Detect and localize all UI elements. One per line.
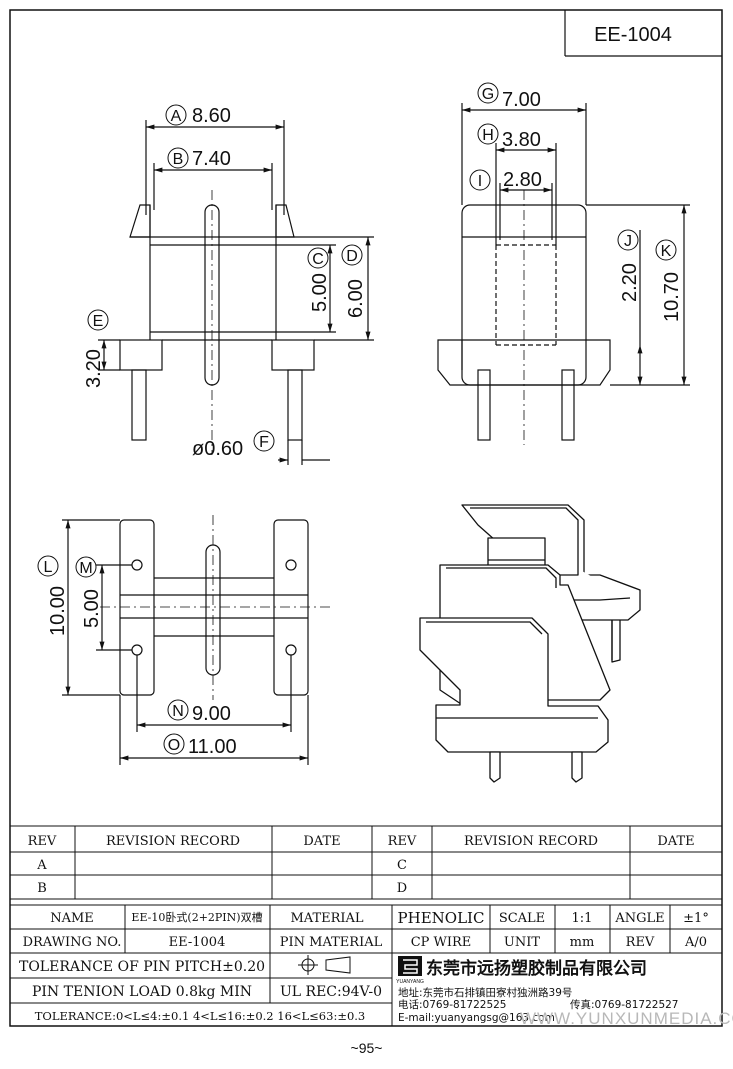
revision-table-text: REV REVISION RECORD DATE REV REVISION RE…	[28, 834, 695, 896]
angle-value: ±1°	[683, 911, 709, 926]
bottom-view-labels: L 10.00 M 5.00 N 9.00 O 11.00	[37, 555, 237, 758]
date-header-1: DATE	[303, 834, 340, 849]
drawing-no-label: DRAWING NO.	[23, 935, 122, 950]
rev-header-2: REV	[388, 834, 417, 849]
drawing-no-value: EE-1004	[169, 935, 226, 950]
tolerance-line: TOLERANCE:0<L≤4:±0.1 4<L≤16:±0.2 16<L≤63…	[35, 1009, 366, 1023]
label-N: N	[172, 703, 184, 720]
scale-label: SCALE	[499, 911, 545, 926]
dim-J: 2.20	[619, 263, 641, 302]
label-J: J	[624, 233, 632, 250]
unit-value: mm	[570, 935, 595, 950]
label-B: B	[173, 151, 184, 168]
company-logo-icon: YUANYANG	[396, 956, 424, 985]
bottom-view	[62, 515, 330, 765]
front-view-labels: A 8.60 B 7.40 C 5.00 D 6.00 E 3.20 ø0.60…	[83, 104, 367, 460]
label-H: H	[482, 127, 494, 144]
label-G: G	[482, 86, 494, 103]
company-logo-text: YUANYANG	[396, 979, 424, 985]
unit-label: UNIT	[504, 935, 540, 950]
pin-tension: PIN TENION LOAD 0.8kg MIN	[32, 984, 252, 1000]
side-view-labels: G 7.00 H 3.80 I 2.80 J 2.20 K 10.70	[469, 82, 683, 322]
front-view	[98, 120, 374, 465]
company-email: E-mail:yuanyangsg@163.com	[398, 1012, 555, 1024]
page-number: ~95~	[350, 1040, 383, 1056]
rev-row-d: D	[397, 881, 407, 896]
angle-label: ANGLE	[614, 911, 664, 926]
rev-row-c: C	[397, 858, 407, 873]
projection-symbol-icon	[298, 955, 351, 975]
material-label: MATERIAL	[290, 911, 363, 926]
ul-rec: UL REC:94V-0	[280, 984, 382, 1000]
dim-A: 8.60	[192, 105, 231, 127]
dim-G: 7.00	[502, 89, 541, 111]
rev-row-a: A	[36, 858, 47, 873]
dim-L: 10.00	[47, 586, 69, 636]
drawing-code: EE-1004	[594, 24, 672, 46]
revision-record-header-2: REVISION RECORD	[464, 834, 598, 849]
label-A: A	[171, 108, 182, 125]
dim-K: 10.70	[661, 272, 683, 322]
label-M: M	[79, 560, 92, 577]
company-phone: 电话:0769-81722525	[398, 998, 507, 1011]
material-value: PHENOLIC	[398, 909, 485, 927]
label-O: O	[168, 737, 180, 754]
label-F: F	[259, 434, 269, 451]
side-view	[437, 103, 690, 445]
company-block: YUANYANG 东莞市远扬塑胶制品有限公司 地址:东莞市石排镇田寮村独洲路39…	[396, 956, 733, 1028]
date-header-2: DATE	[657, 834, 694, 849]
rev-row-b: B	[37, 881, 47, 896]
pin-material-value: CP WIRE	[411, 935, 472, 950]
name-value: EE-10卧式(2+2PIN)双槽	[131, 911, 262, 924]
tolerance-pitch: TOLERANCE OF PIN PITCH±0.20	[19, 959, 265, 975]
scale-value: 1:1	[572, 911, 593, 926]
name-label: NAME	[50, 911, 94, 926]
dim-F: ø0.60	[192, 438, 243, 460]
label-C: C	[312, 251, 324, 268]
dim-C: 5.00	[309, 273, 331, 312]
dim-M: 5.00	[81, 589, 103, 628]
rev-value: A/0	[684, 935, 707, 950]
label-L: L	[44, 559, 53, 576]
company-address: 地址:东莞市石排镇田寮村独洲路39号	[398, 986, 572, 999]
dim-O: 11.00	[188, 736, 237, 758]
sheet-border	[9, 9, 723, 1027]
label-I: I	[478, 173, 482, 190]
revision-record-header-1: REVISION RECORD	[106, 834, 240, 849]
revision-table	[10, 825, 722, 900]
company-name: 东莞市远扬塑胶制品有限公司	[426, 958, 647, 979]
title-block-text: NAME EE-10卧式(2+2PIN)双槽 MATERIAL PHENOLIC…	[19, 909, 709, 1023]
dim-D: 6.00	[345, 279, 367, 318]
company-fax: 传真:0769-81722527	[570, 998, 679, 1011]
dim-I: 2.80	[503, 169, 542, 191]
label-D: D	[346, 248, 358, 265]
dim-H: 3.80	[502, 129, 541, 151]
dim-E: 3.20	[83, 349, 105, 388]
rev-header-1: REV	[28, 834, 57, 849]
dim-N: 9.00	[192, 703, 231, 725]
drawing-code-box: EE-1004	[564, 10, 722, 57]
rev-label: REV	[626, 935, 655, 950]
isometric-view	[419, 504, 641, 783]
watermark: WWW.YUNXUNMEDIA.COM	[520, 1009, 733, 1028]
title-block	[10, 904, 722, 1026]
dim-B: 7.40	[192, 148, 231, 170]
label-E: E	[93, 313, 104, 330]
label-K: K	[661, 243, 672, 260]
pin-material-label: PIN MATERIAL	[280, 935, 383, 950]
